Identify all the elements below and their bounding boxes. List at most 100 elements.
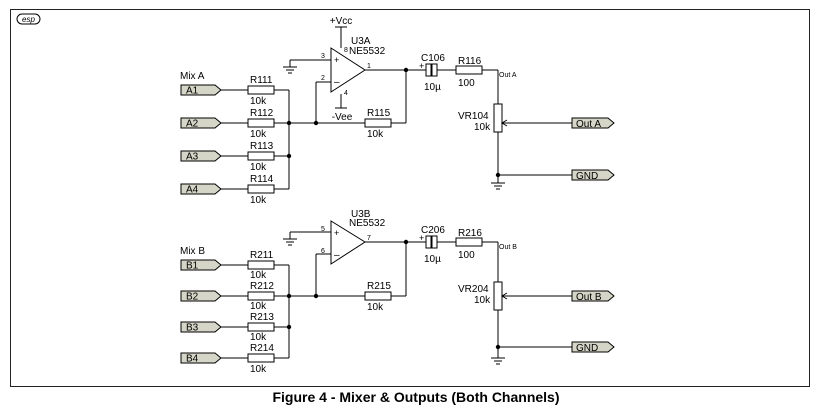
r215-ref: R215 (367, 281, 391, 292)
c206-ref: C206 (421, 225, 445, 236)
output-port-out-a: Out A (571, 117, 615, 130)
r111-value: 10k (250, 96, 267, 107)
r214-ref: R214 (250, 343, 274, 354)
ground-symbol (283, 66, 297, 74)
vcc-pin-number: 8 (344, 47, 348, 54)
potentiometer-vr204 (493, 281, 503, 311)
resistor-r111 (247, 85, 275, 95)
r114-ref: R114 (250, 174, 274, 185)
resistor-r112 (247, 118, 275, 128)
resistor-r215 (364, 291, 392, 301)
wiper-arrow (501, 119, 508, 127)
r214-value: 10k (250, 364, 267, 375)
ground-symbol (491, 357, 505, 365)
vr104-ref: VR104 (458, 111, 489, 122)
junction-dot (313, 293, 319, 299)
esp-logo: esp (16, 13, 41, 25)
junction-dot (495, 172, 501, 178)
u3b-ref: U3B (351, 209, 371, 220)
vr104-value: 10k (474, 122, 491, 133)
output-port-gnd-b: GND (571, 341, 615, 354)
input-port-a2: A2 (180, 117, 222, 130)
u3a-pin-minus: 2 (321, 75, 325, 82)
junction-dot (286, 324, 292, 330)
ground-symbol (491, 182, 505, 190)
r114-value: 10k (250, 195, 267, 206)
u3a-pin-plus: 3 (321, 53, 325, 60)
junction-dot (403, 239, 409, 245)
out-b-node-label: Out B (499, 244, 517, 251)
opamp-b-wiring (289, 231, 572, 358)
r213-value: 10k (250, 332, 267, 343)
ground-symbol (283, 238, 297, 246)
r211-ref: R211 (250, 250, 274, 261)
junction-dot (286, 120, 292, 126)
output-port-out-b-label: Out B (576, 292, 602, 303)
u3b-part: NE5532 (349, 218, 386, 229)
c206-polarity: + (419, 233, 424, 243)
vee-rail (335, 94, 347, 109)
output-port-out-a-label: Out A (576, 119, 601, 130)
vr204-value: 10k (474, 295, 491, 306)
r216-ref: R216 (458, 228, 482, 239)
input-port-a3: A3 (180, 150, 222, 163)
figure-caption: Figure 4 - Mixer & Outputs (Both Channel… (272, 389, 560, 405)
opamp-u3a (330, 47, 366, 93)
junction-dot (286, 153, 292, 159)
r216-value: 100 (458, 250, 475, 261)
r212-ref: R212 (250, 281, 274, 292)
r115-ref: R115 (367, 108, 391, 119)
output-port-gnd-b-label: GND (576, 343, 598, 354)
output-port-gnd-a: GND (571, 169, 615, 182)
r116-ref: R116 (458, 56, 482, 67)
r115-value: 10k (367, 129, 384, 140)
r112-ref: R112 (250, 108, 274, 119)
c206-value: 10µ (424, 254, 441, 265)
resistor-r115 (364, 118, 392, 128)
input-port-b1-label: B1 (186, 261, 199, 272)
u3a-ref: U3A (351, 36, 371, 47)
c106-value: 10µ (424, 82, 441, 93)
vcc-rail (335, 26, 347, 48)
potentiometer-vr104 (493, 103, 503, 133)
u3a-plus-sign: + (334, 55, 339, 65)
capacitor-c206 (425, 235, 438, 249)
junction-dot (286, 293, 292, 299)
channel-b: Mix B B1 B2 B3 B4 R211 10k (180, 209, 615, 375)
vr204-ref: VR204 (458, 284, 489, 295)
resistor-r211 (247, 260, 275, 270)
junction-dot (313, 120, 319, 126)
r113-value: 10k (250, 162, 267, 173)
input-port-b1: B1 (180, 259, 222, 272)
r116-value: 100 (458, 78, 475, 89)
logo-text: esp (22, 15, 35, 24)
resistor-r213 (247, 322, 275, 332)
schematic-frame (10, 9, 810, 387)
u3b-pin-plus: 5 (321, 226, 325, 233)
input-wires-b (221, 264, 316, 359)
opamp-u3b (330, 220, 366, 265)
r113-ref: R113 (250, 141, 274, 152)
input-port-a4-label: A4 (186, 185, 199, 196)
input-port-a2-label: A2 (186, 119, 199, 130)
u3b-pin-out: 7 (367, 235, 371, 242)
u3b-pin-minus: 6 (321, 248, 325, 255)
input-port-b4-label: B4 (186, 354, 199, 365)
wiper-arrow (501, 292, 508, 300)
vee-label: -Vee (332, 112, 353, 123)
r213-ref: R213 (250, 312, 274, 323)
resistor-r116 (455, 65, 483, 75)
c106-ref: C106 (421, 53, 445, 64)
r111-ref: R111 (250, 75, 273, 86)
mix-a-label: Mix A (180, 71, 205, 82)
output-port-out-b: Out B (571, 290, 615, 303)
vee-pin-number: 4 (344, 90, 348, 97)
junction-dot (403, 67, 409, 73)
output-port-gnd-a-label: GND (576, 171, 598, 182)
resistor-r214 (247, 353, 275, 363)
resistor-r212 (247, 291, 275, 301)
input-port-a1-label: A1 (186, 86, 199, 97)
resistor-r113 (247, 151, 275, 161)
u3a-pin-out: 1 (367, 63, 371, 70)
channel-a: Mix A A1 A2 A3 A4 R1 (180, 36, 615, 206)
